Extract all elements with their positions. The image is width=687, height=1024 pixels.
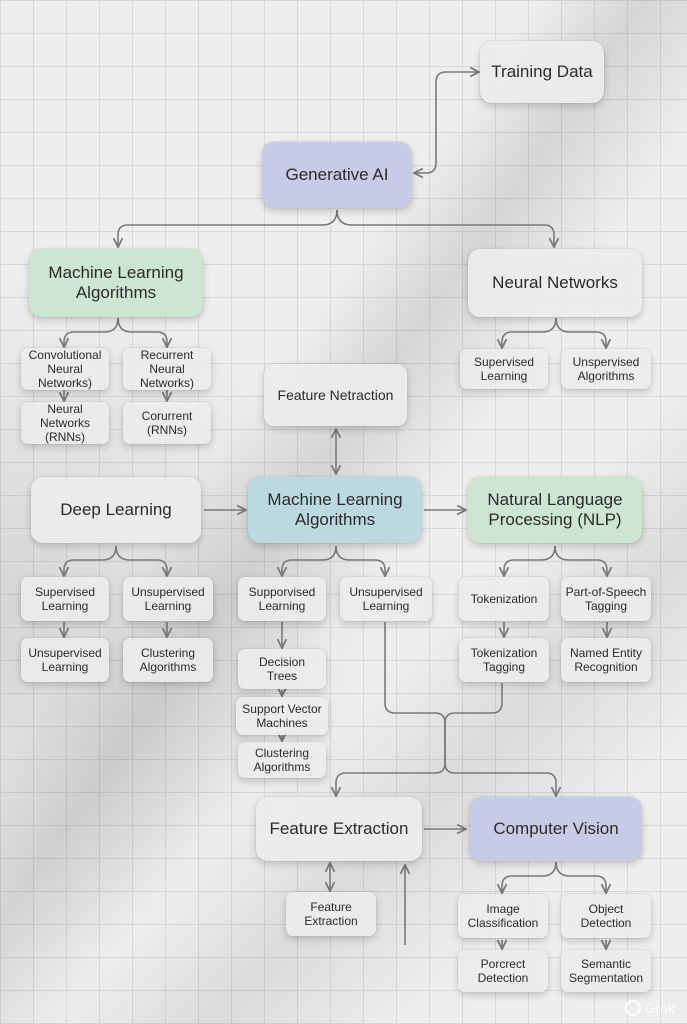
connector-mlc-left <box>282 545 337 575</box>
connector-nn-left <box>502 317 557 347</box>
grok-watermark: Grok <box>624 1000 675 1016</box>
connector-merge-left <box>336 622 446 795</box>
connector-nlp-right <box>554 545 607 575</box>
node-dl-supervised: Supervised Learning <box>21 577 109 621</box>
connector-genai-training <box>415 72 478 173</box>
node-object-detection: Object Detection <box>561 894 651 938</box>
grok-logo-icon <box>624 1000 641 1016</box>
node-ml-clustering: Clustering Algorithms <box>238 742 326 778</box>
node-ml-unsupervised: Unsupervised Learning <box>340 577 432 621</box>
node-neural-networks-rnns: Neural Networks (RNNs) <box>21 402 109 444</box>
node-decision-trees: Decision Trees <box>238 649 326 689</box>
connector-genai-nn <box>336 209 554 246</box>
node-ml-algorithms-center: Machine Learning Algorithms <box>248 477 422 543</box>
node-semantic-segmentation: Semantic Segmentation <box>561 950 651 992</box>
node-tokenization-tagging: Tokenization Tagging <box>459 638 549 682</box>
node-feature-extraction: Feature Extraction <box>256 797 422 861</box>
node-nn-unsupervised: Unspervised Algorithms <box>561 349 651 389</box>
watermark-label: Grok <box>644 1000 675 1016</box>
node-image-classification: Image Classification <box>458 894 548 938</box>
connector-mltop-left <box>64 317 119 346</box>
node-svm: Support Vector Machines <box>236 697 328 735</box>
connector-dl-right <box>115 545 167 575</box>
node-nn-supervised: Supervised Learning <box>460 349 548 389</box>
node-tokenization: Tokenization <box>459 577 549 621</box>
node-feature-netraction: Feature Netraction <box>264 364 407 426</box>
node-pos-tagging: Part-of-Speech Tagging <box>561 577 651 621</box>
connector-cv-left <box>502 861 557 892</box>
node-dl-clustering: Clustering Algorithms <box>123 638 213 682</box>
connector-nn-right <box>555 317 606 347</box>
connector-genai-split <box>118 209 338 246</box>
node-computer-vision: Computer Vision <box>470 797 642 861</box>
node-ml-supporvised: Supporvised Learning <box>238 577 326 621</box>
connector-merge-right <box>444 683 556 795</box>
node-training-data: Training Data <box>480 41 604 103</box>
node-feature-extraction-small: Feature Extraction <box>286 892 376 936</box>
node-convolutional-nn: Convolutional Neural Networks) <box>21 348 109 390</box>
node-dl-unsupervised-2: Unsupervised Learning <box>21 638 109 682</box>
connector-mlc-right <box>335 545 385 575</box>
node-neural-networks: Neural Networks <box>468 249 642 317</box>
node-ml-algorithms-top: Machine Learning Algorithms <box>29 249 203 317</box>
connector-nlp-left <box>504 545 556 575</box>
node-generative-ai: Generative AI <box>262 142 412 208</box>
connector-dl-left <box>64 545 117 575</box>
node-recurrent-nn: Recurrent Neural Networks) <box>123 348 211 390</box>
node-corurrent-rnns: Corurrent (RNNs) <box>123 402 211 444</box>
node-dl-unsupervised: Unsupervised Learning <box>123 577 213 621</box>
node-porcrect-detection: Porcrect Detection <box>458 950 548 992</box>
connector-cv-right <box>555 861 606 892</box>
connector-mltop-right <box>117 317 167 346</box>
node-nlp: Natural Language Processing (NLP) <box>468 477 642 543</box>
node-ner: Named Entity Recognition <box>561 638 651 682</box>
node-deep-learning: Deep Learning <box>31 477 201 543</box>
